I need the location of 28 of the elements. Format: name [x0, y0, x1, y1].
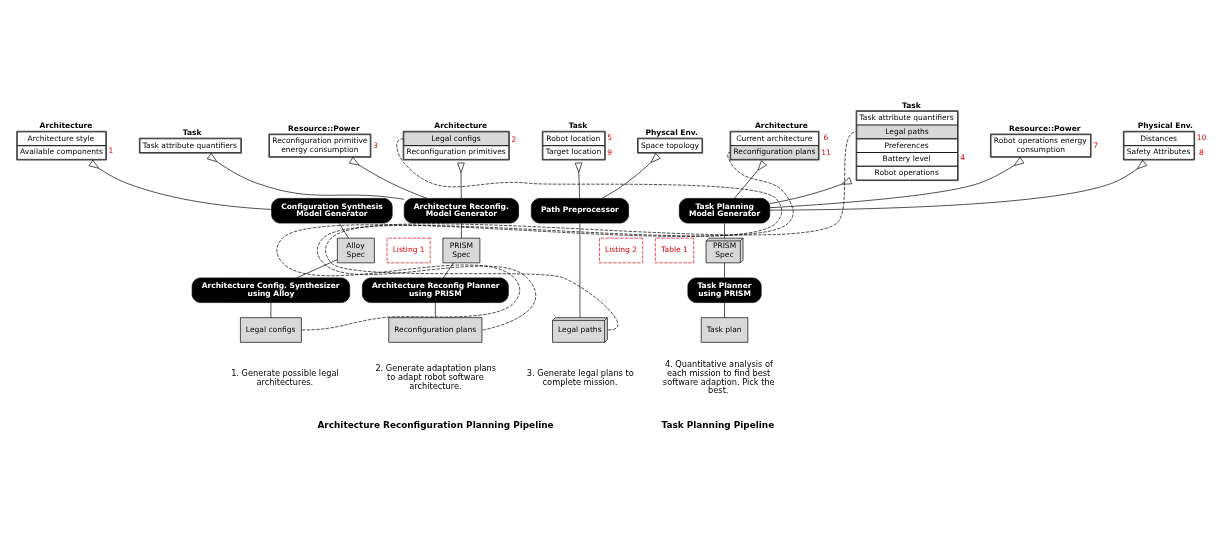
connector	[574, 162, 583, 199]
connector	[769, 157, 1025, 209]
connector	[461, 222, 462, 239]
connector	[316, 152, 794, 331]
label: 1. Generate possible legal architectures.	[231, 367, 339, 387]
label: 3. Generate legal plans to complete mission.	[526, 367, 634, 387]
connector	[276, 138, 782, 331]
connector	[769, 159, 1148, 211]
connector	[270, 302, 272, 318]
connector	[457, 162, 465, 199]
label: Task Planning Pipeline	[661, 419, 775, 430]
connector	[724, 222, 725, 239]
connector	[296, 259, 338, 279]
connector	[734, 160, 767, 199]
connector	[206, 153, 405, 200]
connector	[88, 159, 272, 210]
label: 2. Generate adaptation plans to adapt robot software architecture.	[375, 363, 497, 391]
label: Architecture Reconfiguration Planning Pipeline	[317, 419, 554, 430]
connector	[579, 222, 581, 318]
connector	[601, 153, 661, 199]
connector	[724, 302, 725, 318]
connector	[442, 262, 454, 279]
connector	[724, 262, 725, 279]
connector	[338, 222, 349, 239]
connector	[435, 302, 436, 318]
connector	[769, 177, 853, 204]
connector	[349, 157, 428, 199]
label: 4. Quantitative analysis of each mission to find best software adaption. Pick the best.	[662, 358, 775, 396]
